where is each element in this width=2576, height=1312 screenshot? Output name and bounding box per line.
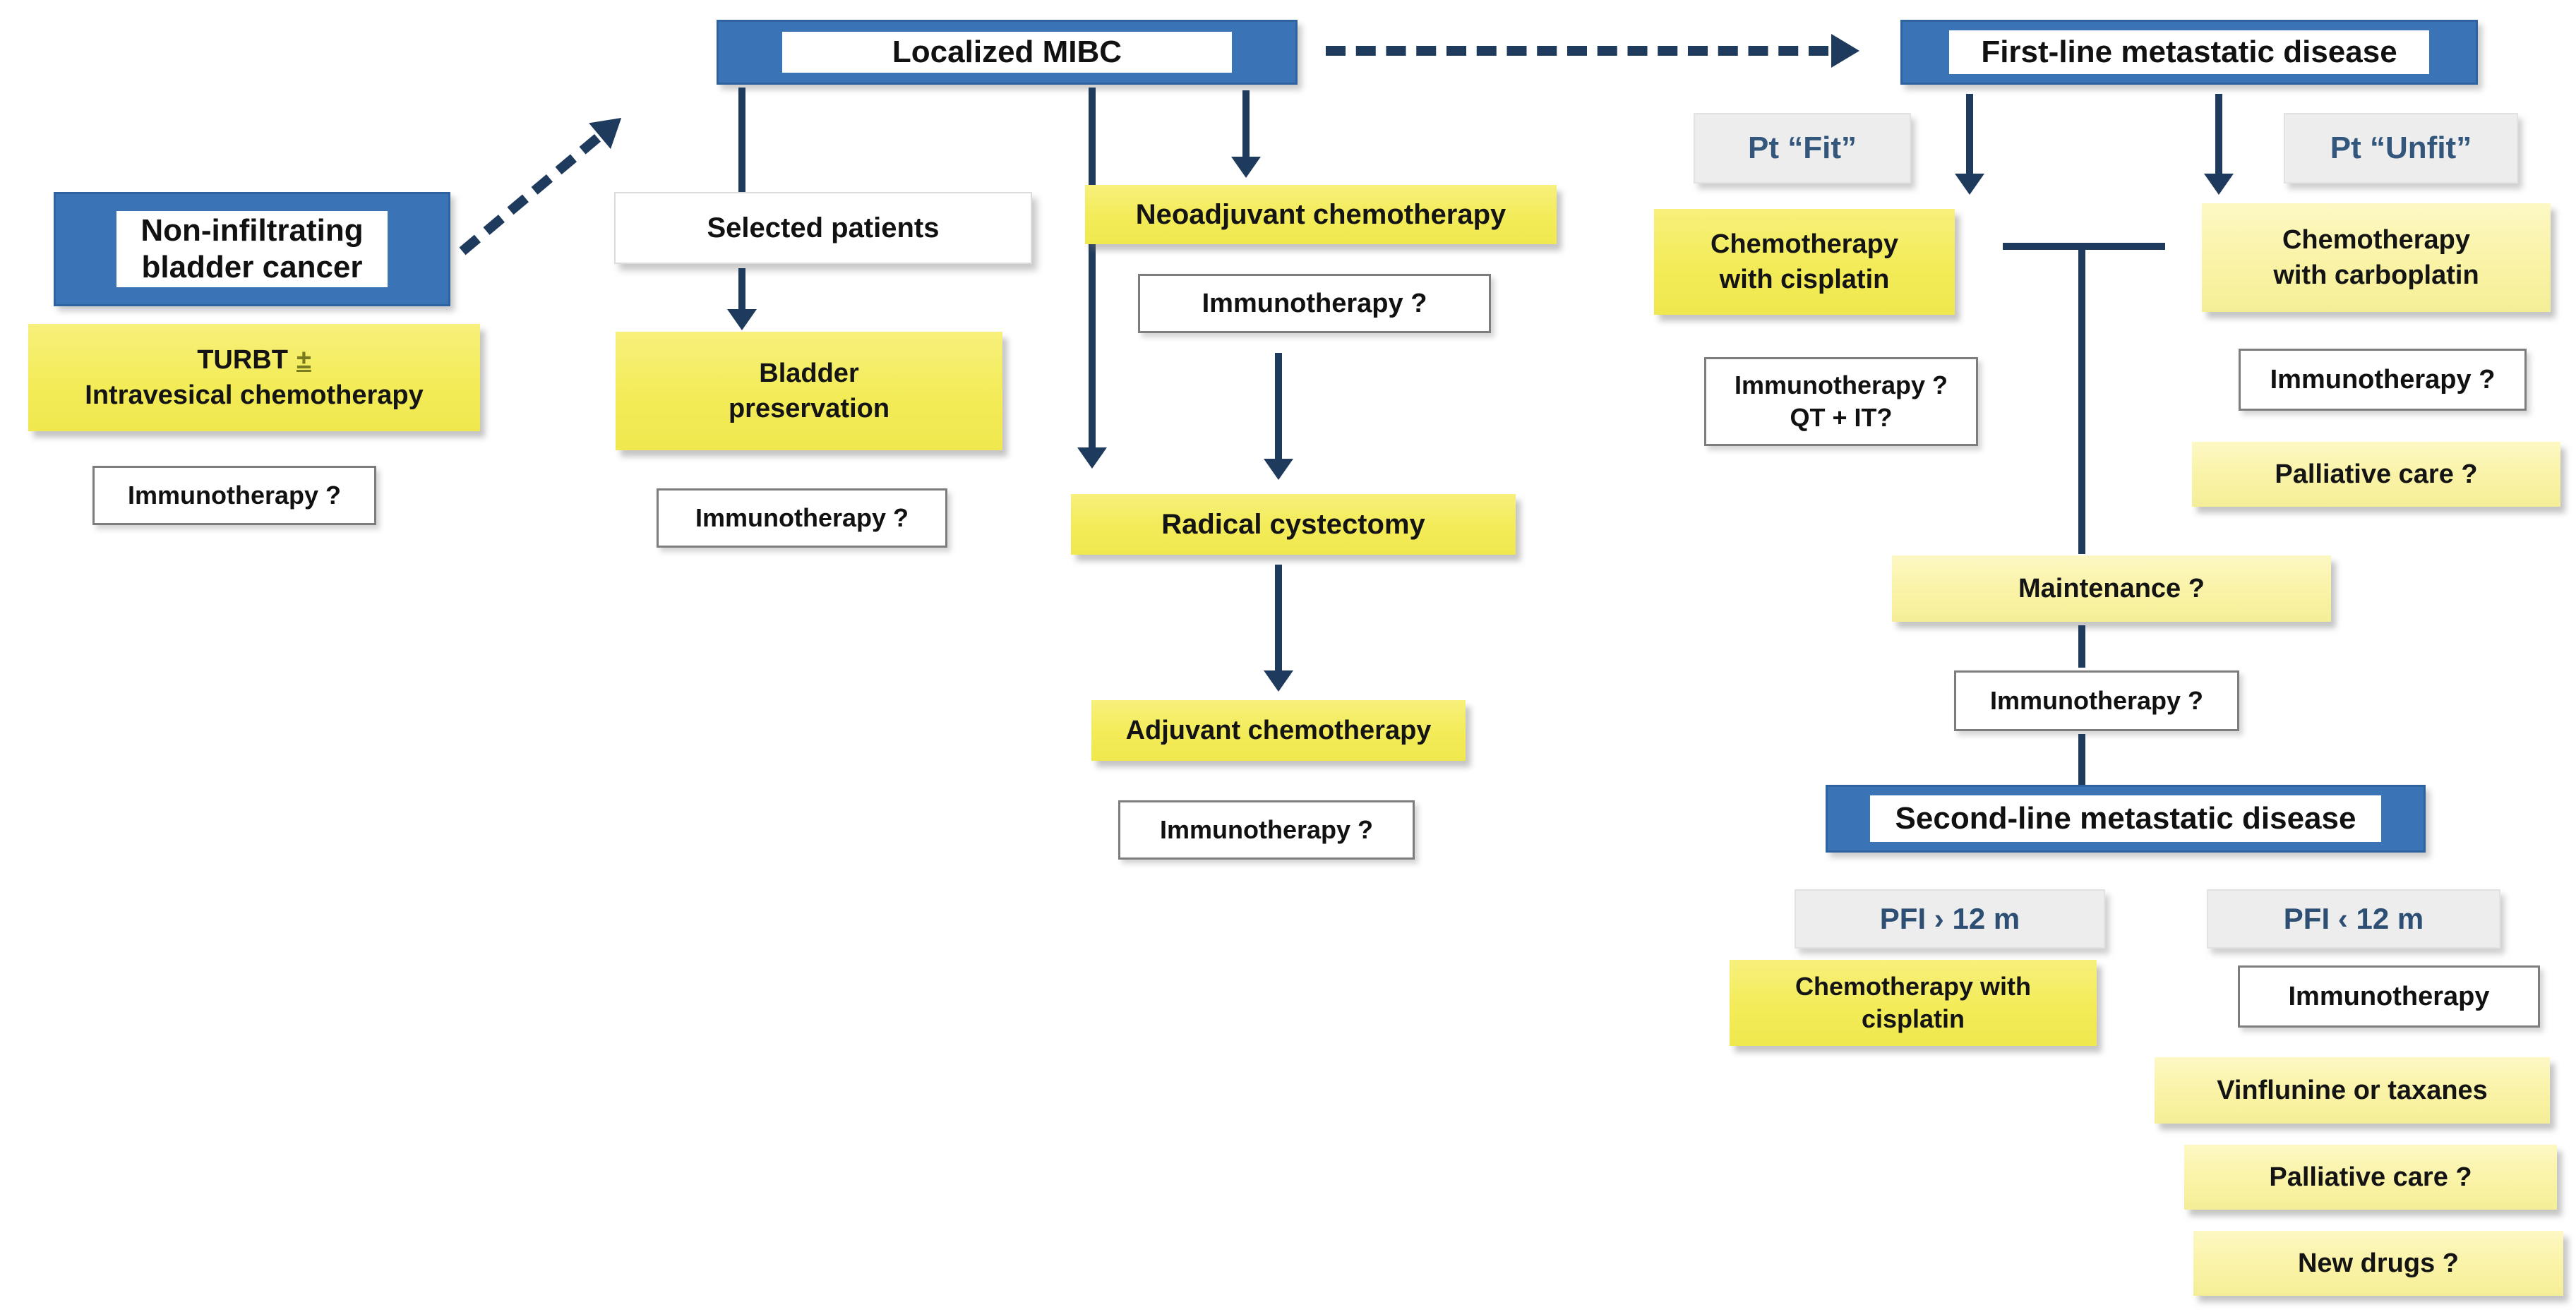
plus-minus-symbol: ± (296, 345, 311, 375)
arrow-firstline-to-cisplatin (1966, 94, 1973, 175)
node-localized-mibc-label: Localized MIBC (782, 32, 1232, 73)
node-immunotherapy-qt-it: Immunotherapy ? QT + IT? (1704, 357, 1978, 446)
node-neoadjuvant-chemotherapy: Neoadjuvant chemotherapy (1085, 185, 1557, 244)
node-chemotherapy-cisplatin-secondline: Chemotherapy with cisplatin (1730, 960, 2097, 1046)
label-pfi-less-12m: PFI ‹ 12 m (2207, 889, 2500, 949)
node-vinflunine-taxanes: Vinflunine or taxanes (2155, 1057, 2550, 1124)
node-first-line-label: First-line metastatic disease (1949, 30, 2429, 74)
node-first-line-metastatic: First-line metastatic disease (1900, 20, 2478, 85)
node-immunotherapy-maintenance: Immunotherapy ? (1954, 670, 2239, 731)
arrow-radical-to-adjuvant (1275, 565, 1282, 672)
arrow-firstline-to-carboplatin (2215, 94, 2222, 175)
label-pfi-greater-12m: PFI › 12 m (1795, 889, 2105, 949)
arrow-neoadjuvant-to-radical (1275, 353, 1282, 460)
arrow-localized-to-neoadjuvant (1242, 90, 1250, 158)
label-pt-fit: Pt “Fit” (1694, 113, 1911, 183)
connector-t-bar (2003, 243, 2165, 250)
node-radical-cystectomy: Radical cystectomy (1071, 494, 1516, 555)
node-chemotherapy-carboplatin: Chemotherapy with carboplatin (2202, 203, 2551, 312)
node-palliative-care-firstline: Palliative care ? (2192, 442, 2560, 507)
arrowhead-icon (1831, 34, 1859, 68)
node-immunotherapy-bladder: Immunotherapy ? (657, 488, 947, 548)
node-non-infiltrating-bladder-cancer: Non-infiltrating bladder cancer (54, 192, 450, 306)
node-chemotherapy-cisplatin: Chemotherapy with cisplatin (1654, 209, 1955, 315)
connector-maintenance-to-immuno (2078, 625, 2085, 668)
arrow-to-second-line (2078, 734, 2085, 794)
arrow-localized-to-radical (1089, 88, 1096, 449)
node-second-line-label: Second-line metastatic disease (1870, 795, 2381, 842)
arrow-selected-to-bladder (738, 268, 745, 311)
node-bladder-preservation: Bladder preservation (616, 332, 1002, 450)
node-non-infiltrating-label: Non-infiltrating bladder cancer (116, 211, 388, 287)
label-pt-unfit: Pt “Unfit” (2284, 113, 2518, 183)
node-immunotherapy-left: Immunotherapy ? (92, 466, 376, 525)
dashed-arrow-up-right (452, 97, 641, 264)
node-immunotherapy-neoadjuvant: Immunotherapy ? (1138, 274, 1491, 333)
node-maintenance: Maintenance ? (1892, 555, 2331, 622)
connector-t-stem (2078, 248, 2085, 554)
node-immunotherapy-carboplatin: Immunotherapy ? (2239, 349, 2527, 411)
dashed-arrow-right (1326, 34, 1869, 68)
node-immunotherapy-adjuvant: Immunotherapy ? (1118, 800, 1415, 860)
node-turbt-intravesical-chemotherapy: TURBT± Intravesical chemotherapy (28, 324, 480, 431)
node-new-drugs: New drugs ? (2193, 1231, 2563, 1296)
node-second-line-metastatic: Second-line metastatic disease (1826, 785, 2426, 853)
node-localized-mibc: Localized MIBC (717, 20, 1298, 85)
node-palliative-care-secondline: Palliative care ? (2184, 1145, 2557, 1210)
connector-localized-to-selected (738, 88, 745, 192)
node-immunotherapy-secondline: Immunotherapy (2238, 965, 2540, 1028)
node-adjuvant-chemotherapy: Adjuvant chemotherapy (1091, 700, 1466, 761)
node-selected-patients: Selected patients (614, 192, 1032, 264)
